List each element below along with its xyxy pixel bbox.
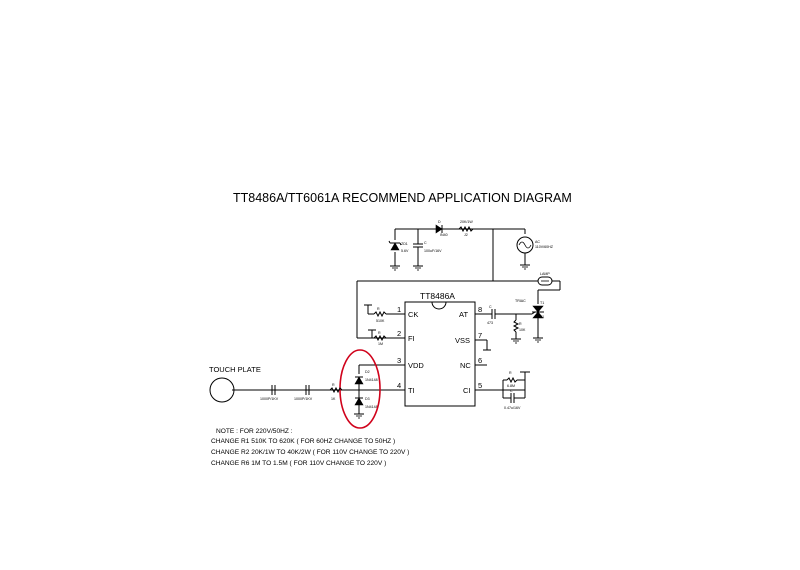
zd1-value: 5.6V <box>401 249 409 253</box>
capacitor-c2 <box>271 385 276 395</box>
pin-number: 8 <box>478 305 482 314</box>
note-line: CHANGE R2 20K/1W TO 40K/2W ( FOR 110V CH… <box>211 449 409 456</box>
pin-number: 5 <box>478 381 482 390</box>
c5-ref: C <box>489 305 492 309</box>
resistor-r2 <box>458 225 474 233</box>
diode-d1 <box>435 224 443 234</box>
r3-ref: R <box>332 383 335 387</box>
pin-number: 7 <box>478 331 482 340</box>
capacitor-c3 <box>305 385 310 395</box>
d2-ref: D2 <box>365 370 370 374</box>
c5-value: 473 <box>487 321 493 325</box>
touch-plate-label: TOUCH PLATE <box>209 365 261 374</box>
lamp-label: LAMP <box>540 272 550 276</box>
pin-number: 4 <box>397 381 401 390</box>
chip-name: TT8486A <box>420 291 455 301</box>
c2-value: 1000P/1KV <box>260 397 279 401</box>
d2-value: 1N4148 <box>365 378 378 382</box>
c1-value: 100uF/16V <box>424 249 442 253</box>
vss-ground <box>483 340 491 351</box>
ground-icon <box>413 265 423 271</box>
r1-value: 510K <box>376 319 385 323</box>
note-line: NOTE : FOR 220V/50HZ : <box>216 428 293 435</box>
pin-number: 1 <box>397 305 401 314</box>
zener-zd1 <box>388 240 402 251</box>
resistor-r6 <box>368 329 387 342</box>
c6-value: 0.47u/16V <box>504 406 521 410</box>
pin-number: 6 <box>478 356 482 365</box>
d1-ref: D <box>438 220 441 224</box>
d3-value: 1N4148 <box>365 405 378 409</box>
triac-section <box>487 305 544 344</box>
r6-ref: R <box>378 331 381 335</box>
r8-value: 6.8M <box>507 384 515 388</box>
pin-name: NC <box>460 361 471 370</box>
zd1-ref: ZD1 <box>401 242 408 246</box>
diode-pair <box>354 365 364 419</box>
pin-number: 2 <box>397 329 401 338</box>
triac-ref-lower: T1 <box>540 315 544 319</box>
r2-ref: 20K/1W <box>460 220 473 224</box>
r2-sub: J2 <box>464 233 468 237</box>
resistor-r3 <box>329 386 343 394</box>
r6-value: 1M <box>378 342 383 346</box>
d3-ref: D3 <box>365 397 370 401</box>
ic-chip: TT8486A 1 2 3 4 CK FI VDD TI 8 7 6 5 AT … <box>393 291 487 407</box>
power-supply-section: ZD1 5.6V C 100uF/16V D IN40 20K/1W J2 <box>357 220 561 304</box>
ac-label: AC <box>535 240 540 244</box>
r3-value: 1K <box>331 397 336 401</box>
pin-name: CK <box>408 310 418 319</box>
triac-label: TRIAC <box>515 299 526 303</box>
r8-ref: R <box>509 371 512 375</box>
pin-name: CI <box>463 386 471 395</box>
note-line: CHANGE R1 510K TO 620K ( FOR 60HZ CHANGE… <box>211 438 395 445</box>
r5-ref: R <box>519 322 522 326</box>
triac-ref: T1 <box>540 301 544 305</box>
ac-spec: 110V/60HZ <box>535 245 554 249</box>
pin-name: TI <box>408 386 415 395</box>
r1-ref: R <box>377 307 380 311</box>
lamp-icon <box>537 276 553 286</box>
ci-network <box>487 371 530 403</box>
pin-name: VSS <box>455 336 470 345</box>
pin-name: VDD <box>408 361 424 370</box>
c3-value: 1000P/1KV <box>294 397 313 401</box>
touch-plate-icon <box>209 377 235 403</box>
diagram-title: TT8486A/TT6061A RECOMMEND APPLICATION DI… <box>233 191 572 205</box>
resistor-r1 <box>364 304 393 318</box>
d1-value: IN40 <box>440 233 448 237</box>
ground-icon <box>520 264 530 270</box>
pin-number: 3 <box>397 356 401 365</box>
c1-ref: C <box>424 241 427 245</box>
pin-name: AT <box>459 310 468 319</box>
c6-ref: C <box>510 389 513 393</box>
ac-source-icon <box>516 236 534 254</box>
pin-name: FI <box>408 334 415 343</box>
note-line: CHANGE R6 1M TO 1.5M ( FOR 110V CHANGE T… <box>211 460 386 467</box>
r5-value: 10K <box>519 328 526 332</box>
ground-icon <box>390 265 400 271</box>
